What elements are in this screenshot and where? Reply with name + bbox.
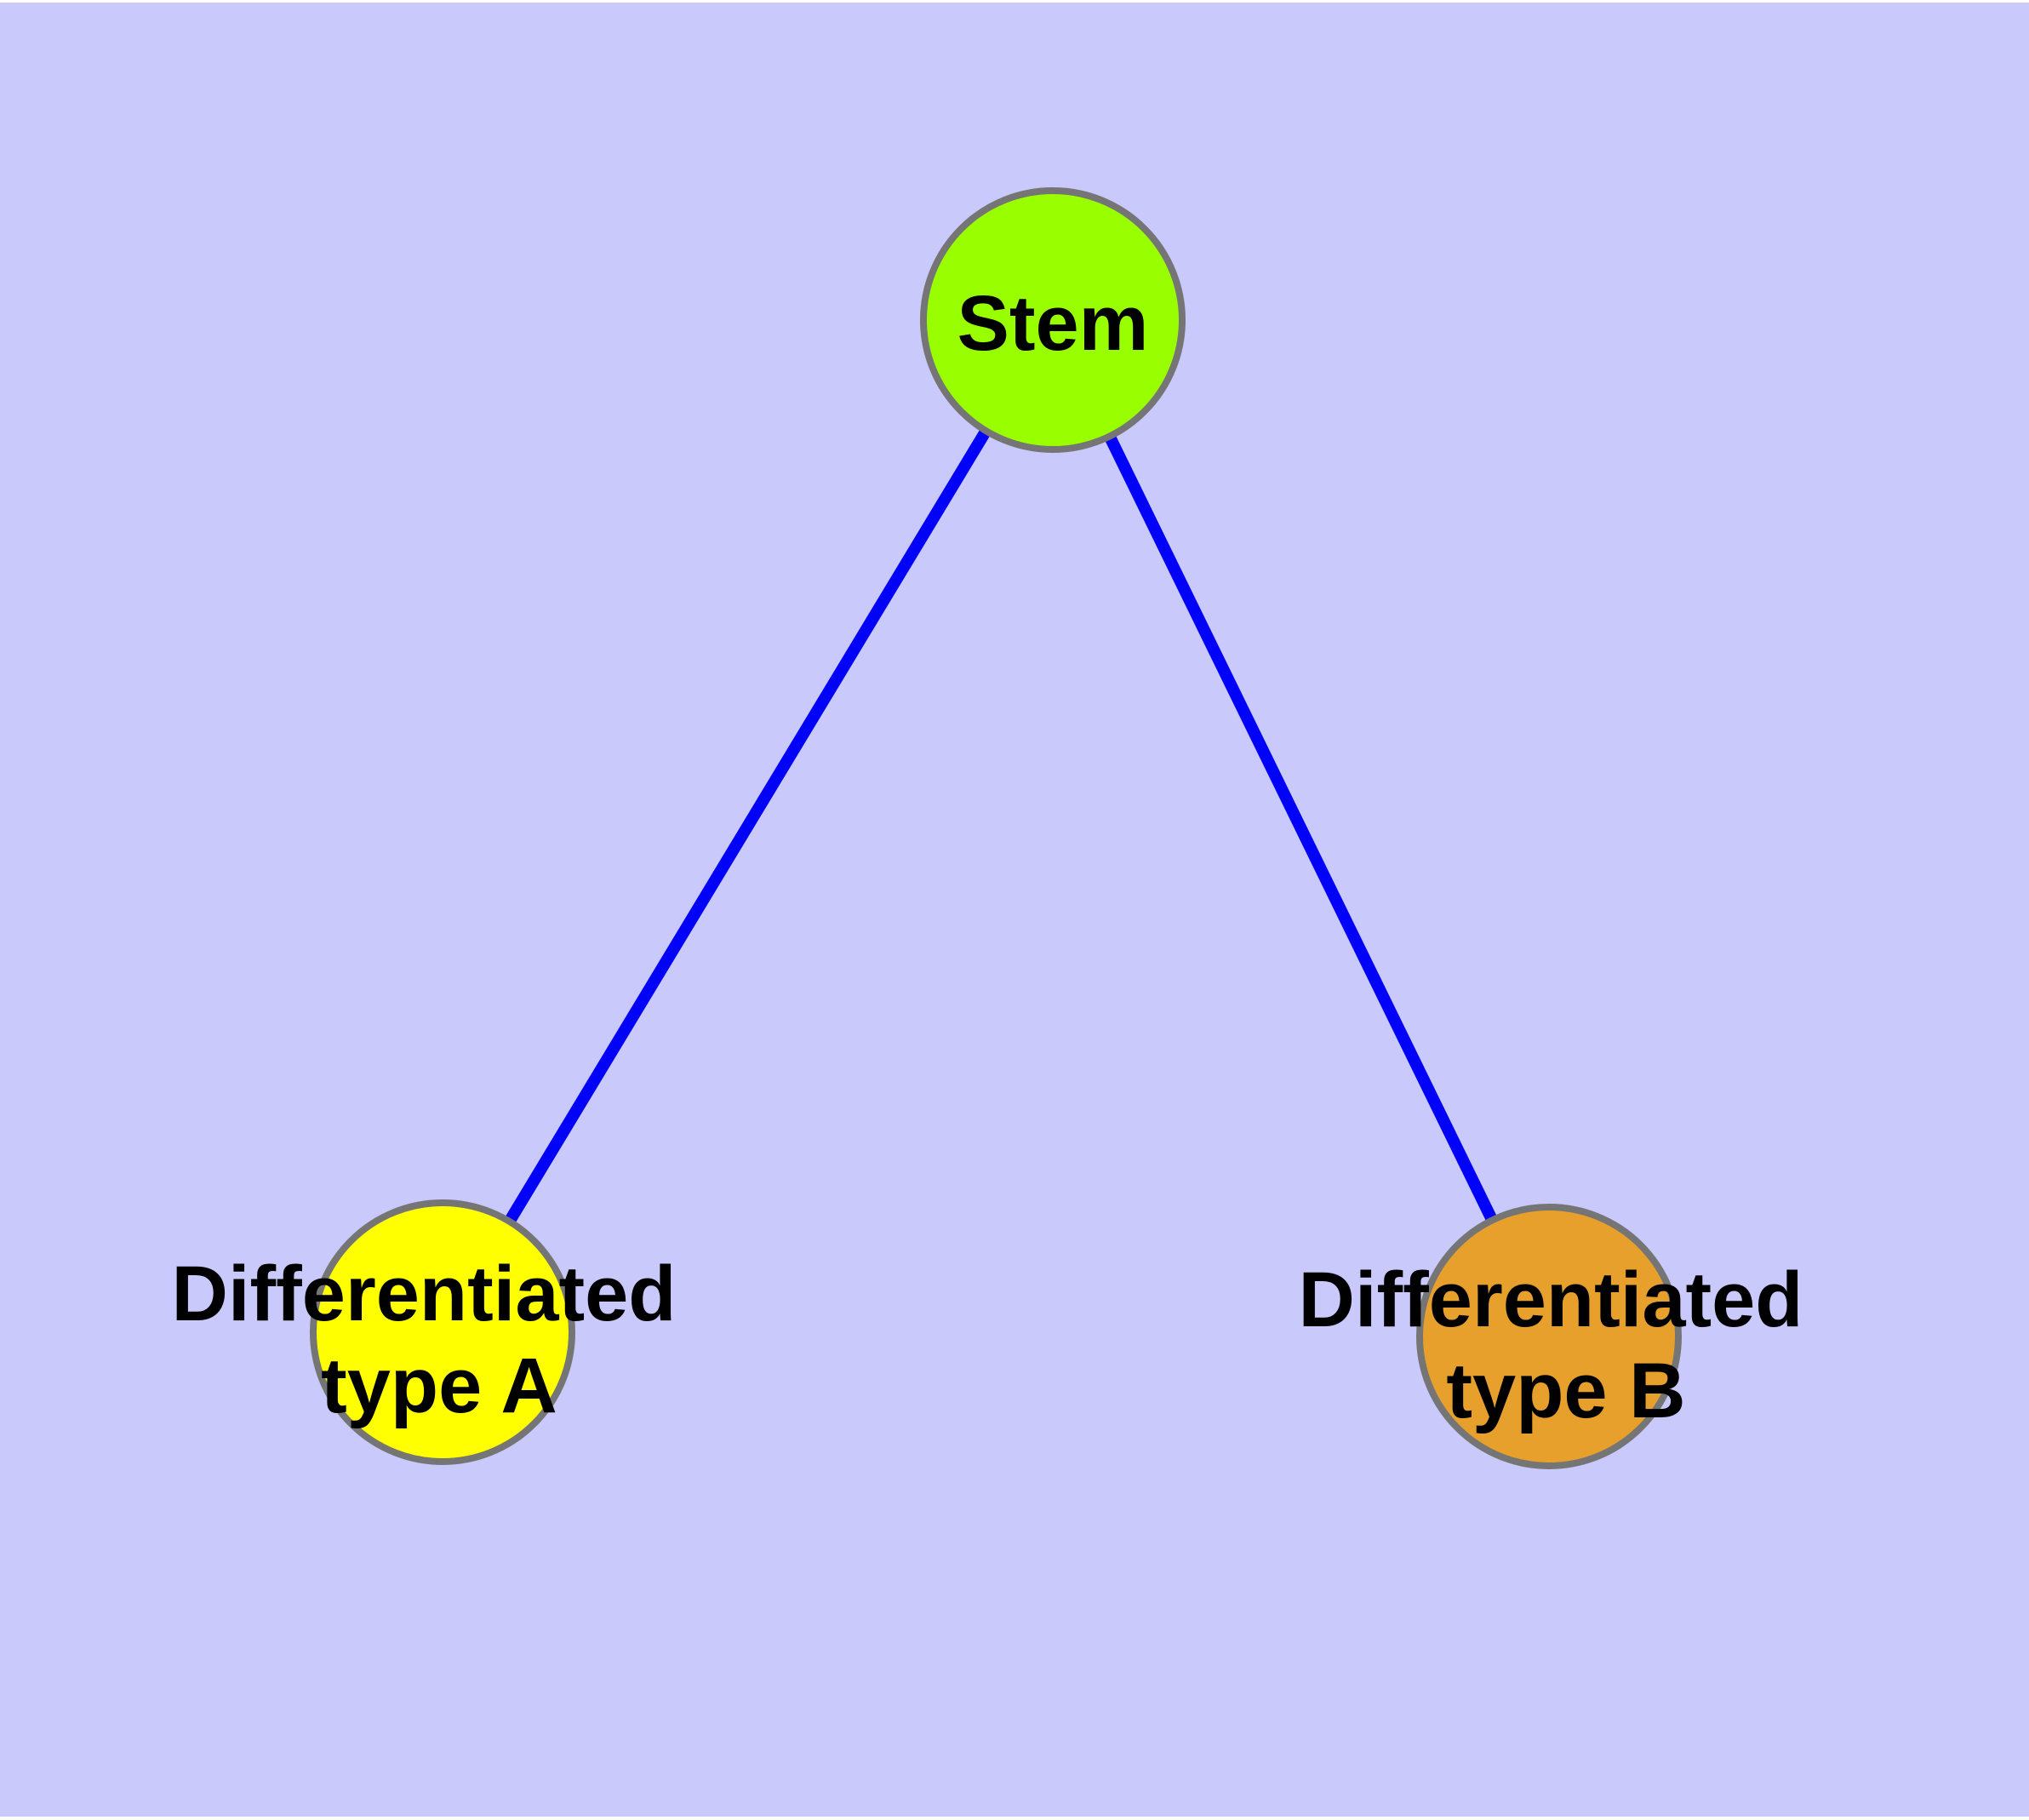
node-type-b-label-line2: type B	[1446, 1348, 1685, 1434]
edge-stem-to-type-a	[437, 317, 1058, 1336]
node-stem	[920, 187, 1186, 453]
node-type-b	[1416, 1204, 1682, 1469]
node-type-a-label-line2: type A	[321, 1342, 557, 1429]
node-type-a-label-line1: Differentiated	[172, 1251, 677, 1337]
node-type-a	[310, 1199, 575, 1465]
edge-stem-to-type-b	[1047, 317, 1555, 1340]
node-stem-label: Stem	[957, 280, 1149, 367]
node-type-b-label-line1: Differentiated	[1299, 1256, 1803, 1343]
